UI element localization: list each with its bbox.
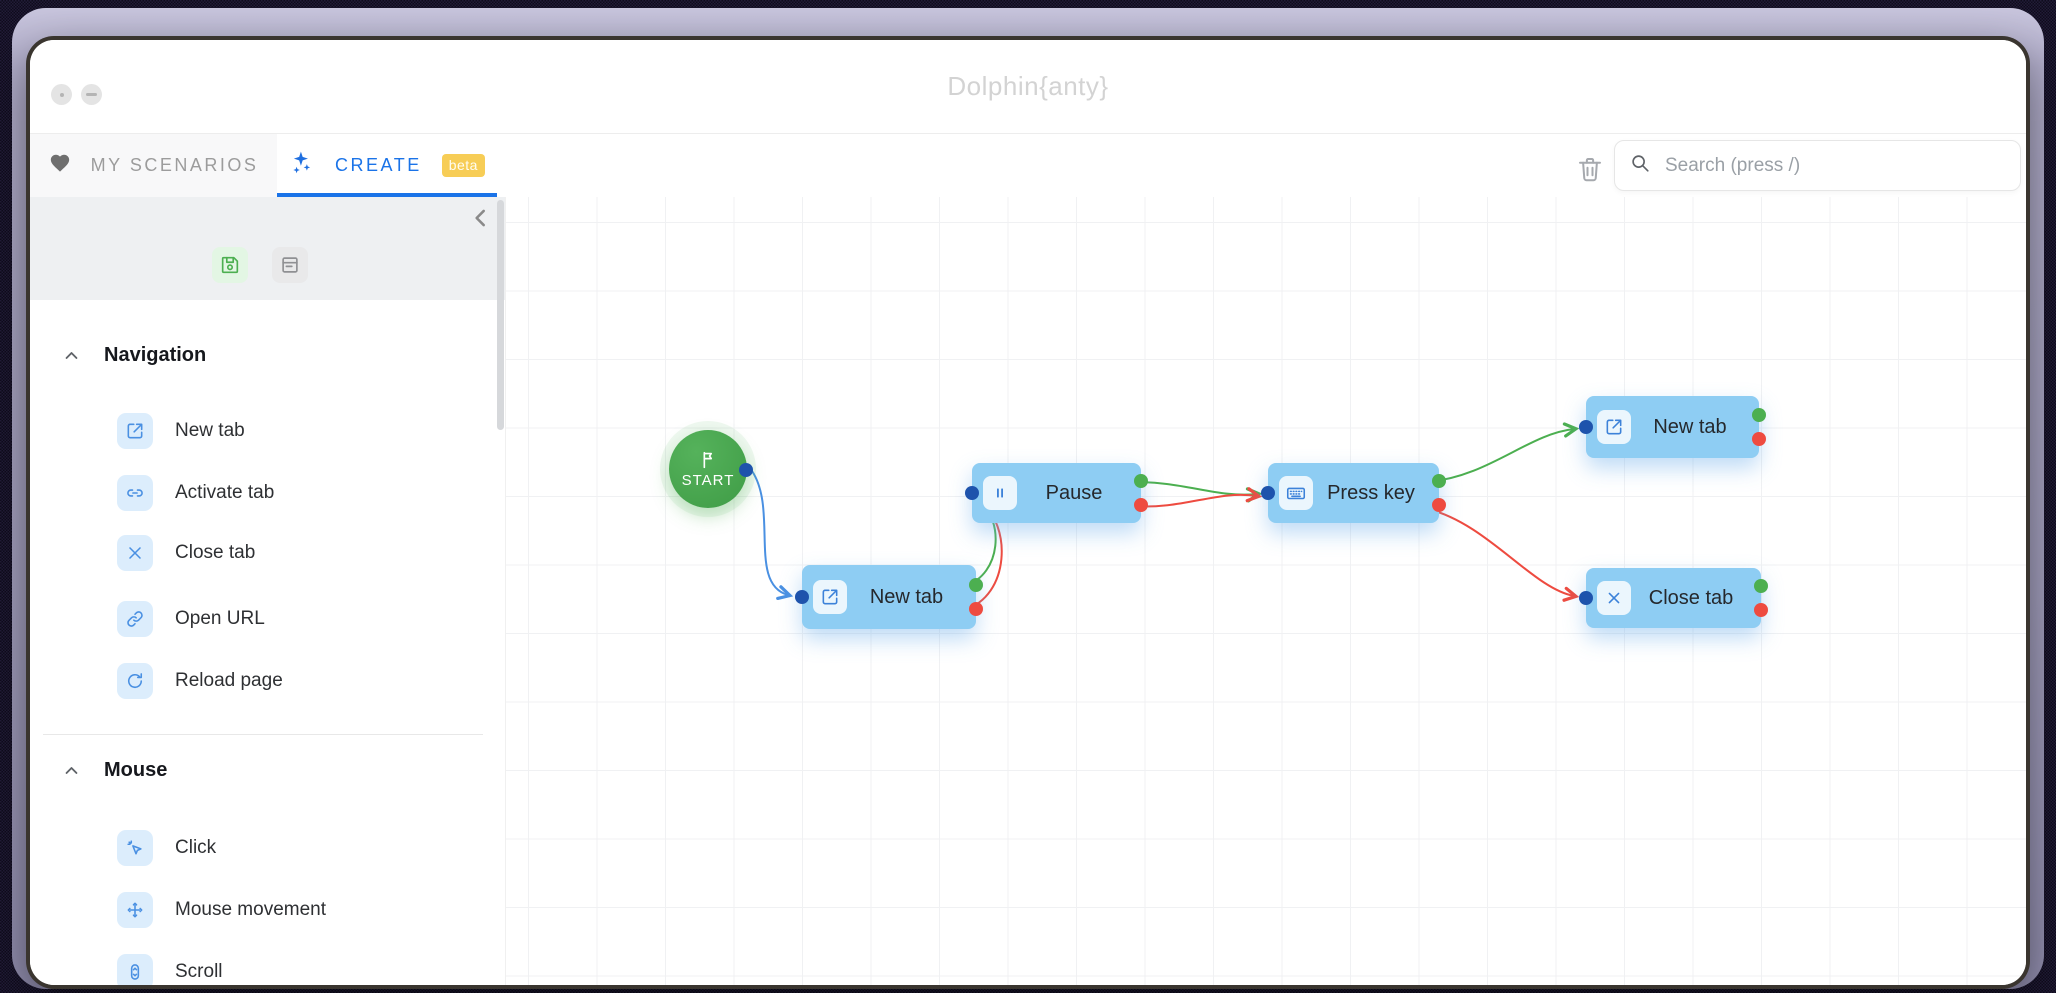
save-scenario-button[interactable] xyxy=(212,247,248,283)
node-press-key[interactable]: Press key xyxy=(1268,463,1439,523)
start-output-port[interactable] xyxy=(739,463,753,477)
notes-button[interactable] xyxy=(272,247,308,283)
input-port[interactable] xyxy=(1579,591,1593,605)
success-port[interactable] xyxy=(1752,408,1766,422)
sparkles-icon xyxy=(289,150,315,181)
section-header-navigation[interactable]: Navigation xyxy=(63,344,206,367)
node-label: New tab xyxy=(1631,416,1759,439)
tab-my-scenarios-label: MY SCENARIOS xyxy=(91,155,259,176)
error-port[interactable] xyxy=(1432,498,1446,512)
new-tab-icon xyxy=(813,580,847,614)
sidebar-item-mouse-movement[interactable]: Mouse movement xyxy=(117,890,326,930)
success-port[interactable] xyxy=(1754,579,1768,593)
sidebar-item-close-tab[interactable]: Close tab xyxy=(117,533,255,573)
sidebar-item-open-url[interactable]: Open URL xyxy=(117,599,265,639)
pause-icon xyxy=(983,476,1017,510)
error-port[interactable] xyxy=(1134,498,1148,512)
notes-icon xyxy=(279,254,301,276)
search-input[interactable] xyxy=(1663,154,2006,178)
sidebar-item-label: Activate tab xyxy=(175,482,274,504)
title-bar: Dolphin{anty} xyxy=(30,40,2026,134)
caret-up-icon xyxy=(63,347,80,364)
section-divider xyxy=(43,734,483,735)
save-icon xyxy=(219,254,241,276)
error-port[interactable] xyxy=(1752,432,1766,446)
open-url-icon xyxy=(117,601,153,637)
success-port[interactable] xyxy=(969,578,983,592)
trash-icon xyxy=(1575,153,1605,185)
window-close-button[interactable] xyxy=(51,84,72,105)
sidebar-item-label: Click xyxy=(175,837,216,859)
reload-page-icon xyxy=(117,663,153,699)
tab-create-label: CREATE xyxy=(335,155,422,176)
window-title: Dolphin{anty} xyxy=(30,40,2026,133)
keyboard-icon xyxy=(1279,476,1313,510)
sidebar-item-label: Scroll xyxy=(175,961,223,983)
sidebar-item-new-tab[interactable]: New tab xyxy=(117,411,245,451)
input-port[interactable] xyxy=(965,486,979,500)
search-icon xyxy=(1629,152,1651,179)
delete-scenario-button[interactable] xyxy=(1575,153,1607,187)
success-port[interactable] xyxy=(1432,474,1446,488)
scroll-icon xyxy=(117,954,153,985)
chevron-left-icon xyxy=(468,205,494,231)
success-port[interactable] xyxy=(1134,474,1148,488)
input-port[interactable] xyxy=(1261,486,1275,500)
window-minimize-button[interactable] xyxy=(81,84,102,105)
sidebar-item-label: Open URL xyxy=(175,608,265,630)
app-window: Dolphin{anty} MY SCENARIOS CREATE beta xyxy=(30,40,2026,985)
sidebar-item-label: Mouse movement xyxy=(175,899,326,921)
section-label: Mouse xyxy=(104,759,167,782)
node-new-tab-1[interactable]: New tab xyxy=(802,565,976,629)
actions-sidebar: Navigation New tab Activate tab Close ta… xyxy=(30,197,506,985)
node-label: Close tab xyxy=(1631,587,1761,610)
minimize-icon xyxy=(86,93,97,96)
node-label: Press key xyxy=(1313,482,1439,505)
sidebar-item-activate-tab[interactable]: Activate tab xyxy=(117,473,274,513)
error-port[interactable] xyxy=(969,602,983,616)
close-icon xyxy=(60,93,64,97)
flag-icon xyxy=(697,449,719,471)
heart-icon xyxy=(49,152,71,179)
node-label: Pause xyxy=(1017,482,1141,505)
start-node-label: START xyxy=(682,472,735,489)
new-tab-icon xyxy=(1597,410,1631,444)
error-port[interactable] xyxy=(1754,603,1768,617)
node-label: New tab xyxy=(847,586,976,609)
section-label: Navigation xyxy=(104,344,206,367)
tab-create[interactable]: CREATE beta xyxy=(277,134,497,197)
mouse-movement-icon xyxy=(117,892,153,928)
activate-tab-icon xyxy=(117,475,153,511)
node-pause[interactable]: Pause xyxy=(972,463,1141,523)
new-tab-icon xyxy=(117,413,153,449)
beta-badge: beta xyxy=(442,154,485,177)
collapse-sidebar-button[interactable] xyxy=(468,205,494,231)
sidebar-item-label: Reload page xyxy=(175,670,283,692)
tab-my-scenarios[interactable]: MY SCENARIOS xyxy=(30,134,277,197)
sidebar-item-scroll[interactable]: Scroll xyxy=(117,952,223,985)
sidebar-item-click[interactable]: Click xyxy=(117,828,216,868)
sidebar-item-label: Close tab xyxy=(175,542,255,564)
close-tab-icon xyxy=(117,535,153,571)
sidebar-item-label: New tab xyxy=(175,420,245,442)
section-header-mouse[interactable]: Mouse xyxy=(63,759,167,782)
sidebar-item-reload-page[interactable]: Reload page xyxy=(117,661,283,701)
sidebar-scrollbar[interactable] xyxy=(497,200,504,430)
caret-up-icon xyxy=(63,762,80,779)
sidebar-toolbar xyxy=(30,197,505,300)
click-icon xyxy=(117,830,153,866)
input-port[interactable] xyxy=(1579,420,1593,434)
close-tab-icon xyxy=(1597,581,1631,615)
node-close-tab[interactable]: Close tab xyxy=(1586,568,1761,628)
node-new-tab-2[interactable]: New tab xyxy=(1586,396,1759,458)
scenario-canvas xyxy=(506,197,2026,985)
input-port[interactable] xyxy=(795,590,809,604)
search-box xyxy=(1614,140,2021,191)
start-node[interactable]: START xyxy=(669,430,747,508)
